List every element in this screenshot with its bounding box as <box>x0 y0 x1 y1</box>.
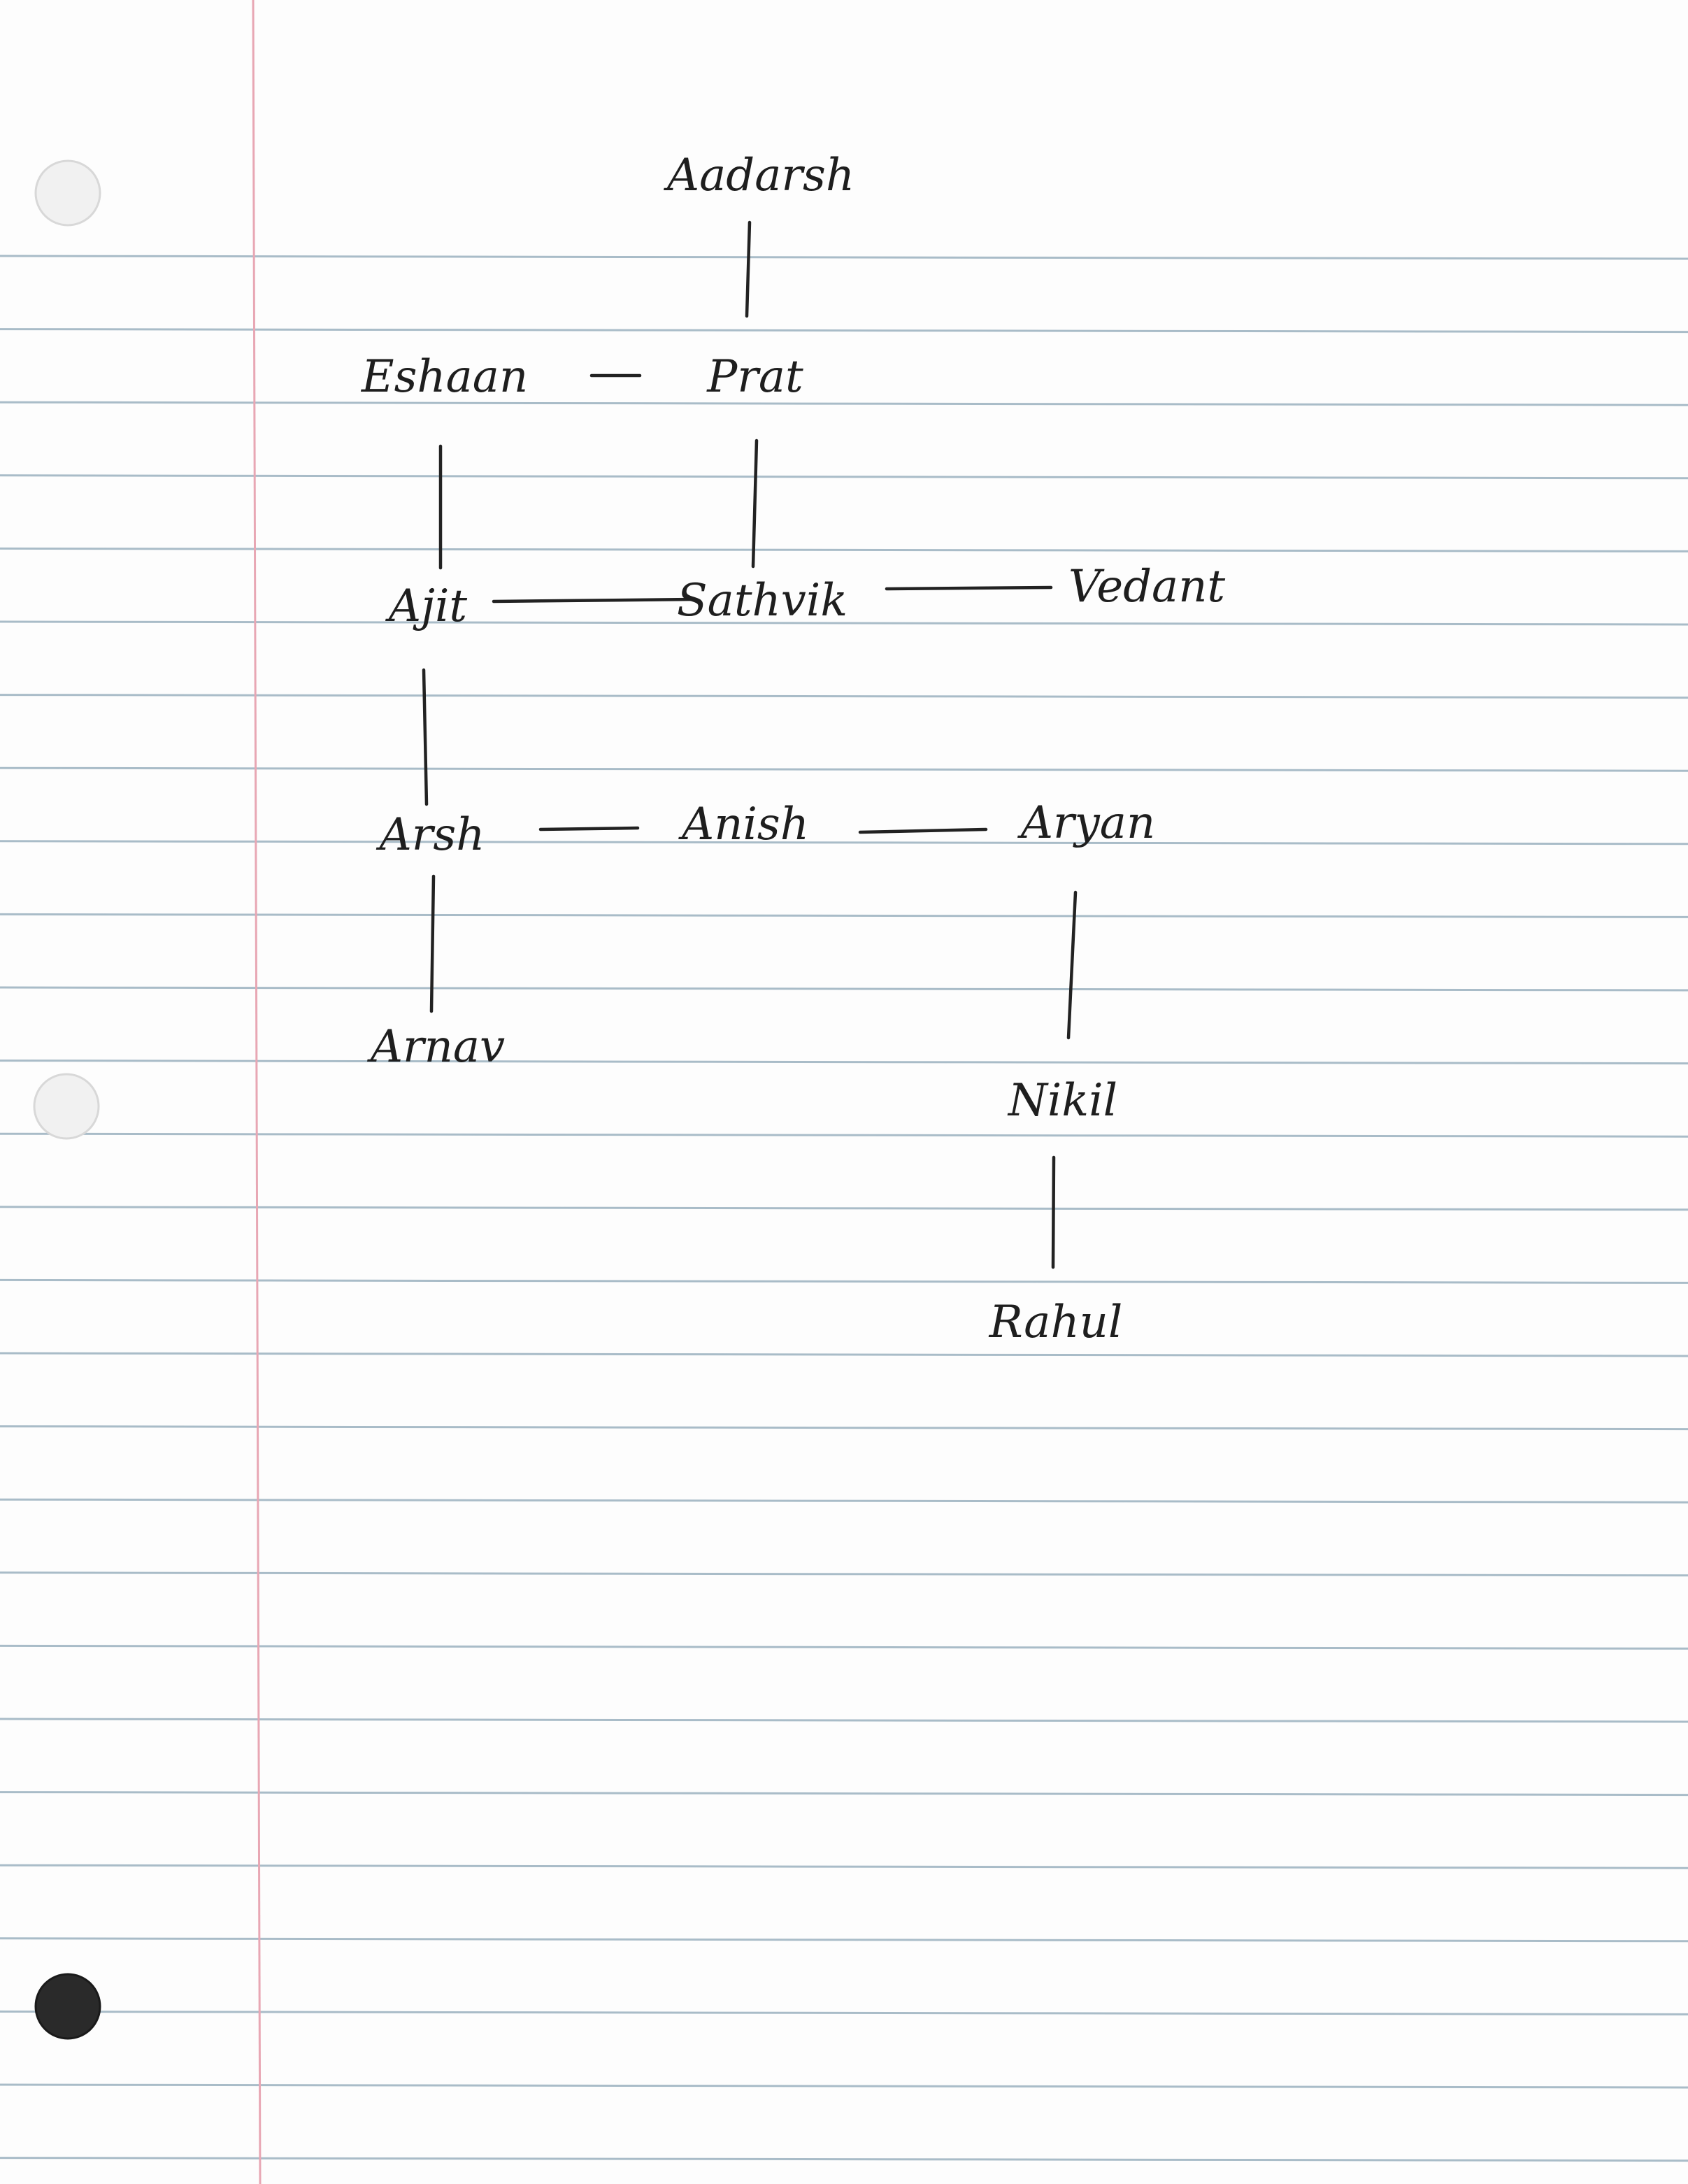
node-eshaan: Eshaan <box>361 351 528 403</box>
edge-ajit-arsh <box>422 668 429 806</box>
ruled-line <box>0 474 1688 480</box>
edge-nikil-rahul <box>1051 1155 1056 1269</box>
punch-hole-middle <box>33 1073 100 1140</box>
node-sathvik: Sathvik <box>677 575 847 627</box>
ruled-line <box>0 2083 1688 2089</box>
edge-sathvik-vedant <box>885 585 1053 591</box>
edge-prat-sathvik <box>751 438 759 569</box>
ruled-line <box>0 1571 1688 1577</box>
node-prat: Prat <box>706 351 803 403</box>
node-nikil: Nikil <box>1007 1075 1117 1127</box>
node-aadarsh: Aadarsh <box>664 150 854 201</box>
ruled-line <box>0 255 1688 260</box>
node-arnav: Arnav <box>367 1021 505 1073</box>
node-arsh: Arsh <box>376 809 485 861</box>
edge-arsh-anish <box>538 826 640 832</box>
ruled-line <box>0 1864 1688 1869</box>
ruled-line <box>0 2010 1688 2015</box>
node-anish: Anish <box>678 799 809 850</box>
punch-hole-bottom <box>34 1973 101 2040</box>
node-rahul: Rahul <box>989 1297 1123 1348</box>
edge-anish-aryan <box>858 827 988 834</box>
ruled-line <box>0 1278 1688 1284</box>
node-vedant: Vedant <box>1068 561 1226 613</box>
edge-aryan-nikil <box>1066 890 1078 1040</box>
ruled-line <box>0 986 1688 992</box>
ruled-line <box>0 1206 1688 1211</box>
ruled-line <box>0 1498 1688 1504</box>
ruled-line <box>0 913 1688 918</box>
edge-arsh-arnav <box>429 874 436 1013</box>
ruled-line <box>0 840 1688 845</box>
ruled-line <box>0 694 1688 699</box>
punch-hole-top <box>34 159 101 227</box>
ruled-line <box>0 1644 1688 1650</box>
margin-line <box>252 0 262 2184</box>
ruled-line <box>0 1352 1688 1357</box>
ruled-line <box>0 1059 1688 1065</box>
node-aryan: Aryan <box>1017 797 1155 849</box>
ruled-line <box>0 2157 1688 2162</box>
ruled-line <box>0 1132 1688 1138</box>
ruled-line <box>0 1718 1688 1723</box>
ruled-line <box>0 401 1688 406</box>
ruled-line <box>0 1937 1688 1943</box>
node-ajit: Ajit <box>385 580 468 632</box>
edge-aadarsh-prat <box>745 220 752 318</box>
ruled-lines <box>0 255 1688 2162</box>
ruled-line <box>0 328 1688 334</box>
ruled-line <box>0 620 1688 626</box>
ruled-line <box>0 547 1688 552</box>
edge-ajit-sathvik <box>492 597 696 604</box>
ruled-line <box>0 1791 1688 1797</box>
ruled-line <box>0 766 1688 772</box>
ruled-line <box>0 1425 1688 1431</box>
